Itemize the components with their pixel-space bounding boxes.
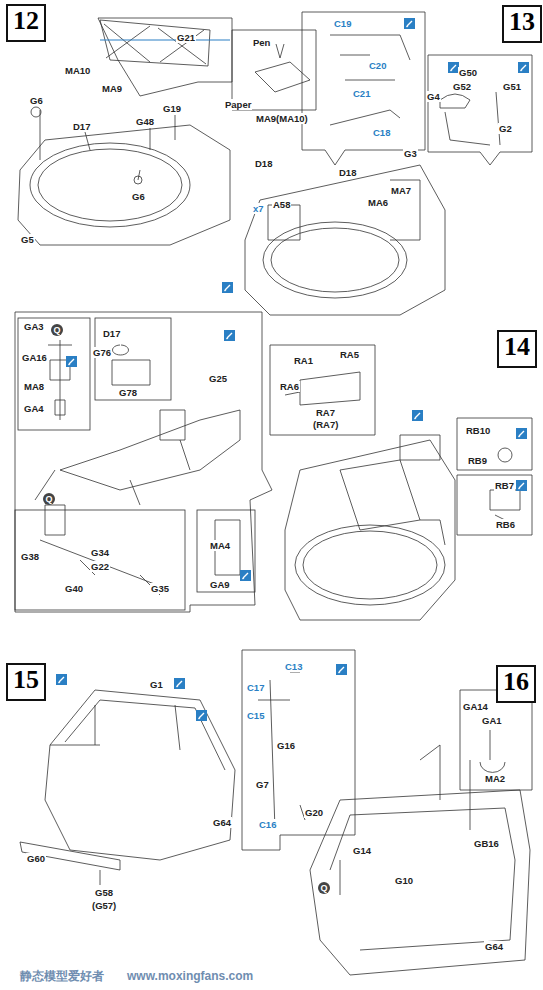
part-label: C18 xyxy=(372,127,391,138)
part-label: G1 xyxy=(149,679,164,690)
step-number: 16 xyxy=(496,665,536,703)
part-label: MA6 xyxy=(367,197,389,208)
part-label: C17 xyxy=(246,682,265,693)
part-label: G52 xyxy=(452,81,472,92)
part-label: RA6 xyxy=(279,381,300,392)
part-label: GA14 xyxy=(462,701,489,712)
part-label: RA5 xyxy=(339,349,360,360)
part-label: C13 xyxy=(284,661,303,672)
part-label: RB10 xyxy=(465,425,491,436)
part-label: G7 xyxy=(255,779,270,790)
part-label: C20 xyxy=(368,60,387,71)
step-number: 15 xyxy=(6,663,46,701)
part-label: C15 xyxy=(246,710,265,721)
watermark: 静态模型爱好者 xyxy=(19,971,105,982)
part-label: MA7 xyxy=(390,185,412,196)
part-label: G2 xyxy=(498,123,513,134)
part-label: G58 xyxy=(94,887,114,898)
part-label: G19 xyxy=(162,103,182,114)
part-label: RA7 xyxy=(315,407,336,418)
part-label: D17 xyxy=(72,121,91,132)
part-label: G6 xyxy=(29,95,44,106)
part-label: D17 xyxy=(102,328,121,339)
part-label: G3 xyxy=(403,148,418,159)
step-number-text: 14 xyxy=(504,332,530,361)
q-icon: Q xyxy=(318,882,330,894)
part-label: RB7 xyxy=(494,480,515,491)
part-label: G35 xyxy=(150,583,170,594)
part-label: GB16 xyxy=(473,838,500,849)
part-label: MA9(MA10) xyxy=(255,113,309,124)
part-label: C19 xyxy=(333,18,352,29)
part-label: G4 xyxy=(426,91,441,102)
part-label: MA2 xyxy=(484,773,506,784)
step-number: 12 xyxy=(6,4,46,42)
part-label: RB6 xyxy=(495,519,516,530)
part-label: G48 xyxy=(135,116,155,127)
part-label: G64 xyxy=(212,817,232,828)
part-label: G20 xyxy=(304,807,324,818)
part-label: C21 xyxy=(352,88,371,99)
step-number: 14 xyxy=(497,330,537,368)
part-label: RB9 xyxy=(467,455,488,466)
part-label: G5 xyxy=(20,234,35,245)
q-icon: Q xyxy=(43,493,55,505)
part-label: G10 xyxy=(394,875,414,886)
step-number-text: 13 xyxy=(509,7,535,36)
part-label: G6 xyxy=(131,191,146,202)
part-label: G25 xyxy=(208,373,228,384)
part-label: Pen xyxy=(252,37,271,48)
part-label: D18 xyxy=(338,167,357,178)
part-label: GA9 xyxy=(209,579,231,590)
step-number: 13 xyxy=(502,5,542,43)
part-label: G16 xyxy=(276,740,296,751)
part-label: G60 xyxy=(26,853,46,864)
part-label: G50 xyxy=(458,67,478,78)
part-label: G76 xyxy=(92,347,112,358)
step-number-text: 12 xyxy=(13,6,39,35)
part-label: G21 xyxy=(176,32,196,43)
part-label: G14 xyxy=(352,845,372,856)
watermark: www.moxingfans.com xyxy=(126,971,254,982)
part-label: MA4 xyxy=(209,540,231,551)
part-label: x7 xyxy=(252,203,265,214)
part-label: (RA7) xyxy=(312,419,339,430)
part-label: G51 xyxy=(502,81,522,92)
part-label: G40 xyxy=(64,583,84,594)
part-label: MA8 xyxy=(23,381,45,392)
part-label: GA3 xyxy=(23,321,45,332)
part-label: GA16 xyxy=(21,352,48,363)
part-label: A58 xyxy=(272,199,291,210)
part-label: Paper xyxy=(224,99,252,110)
part-label: GA4 xyxy=(23,403,45,414)
part-label: MA9 xyxy=(101,83,123,94)
q-icon: Q xyxy=(51,324,63,336)
part-label: G34 xyxy=(90,547,110,558)
part-label: C16 xyxy=(258,819,277,830)
part-label: RA1 xyxy=(293,355,314,366)
part-label: (G57) xyxy=(91,900,117,911)
step-number-text: 15 xyxy=(13,665,39,694)
part-label: D18 xyxy=(254,158,273,169)
part-label: G22 xyxy=(90,561,110,572)
part-label: G78 xyxy=(118,387,138,398)
step-number-text: 16 xyxy=(503,667,529,696)
part-label: MA10 xyxy=(64,65,91,76)
part-label: G38 xyxy=(20,551,40,562)
part-label: G64 xyxy=(484,941,504,952)
part-label: GA1 xyxy=(481,715,503,726)
